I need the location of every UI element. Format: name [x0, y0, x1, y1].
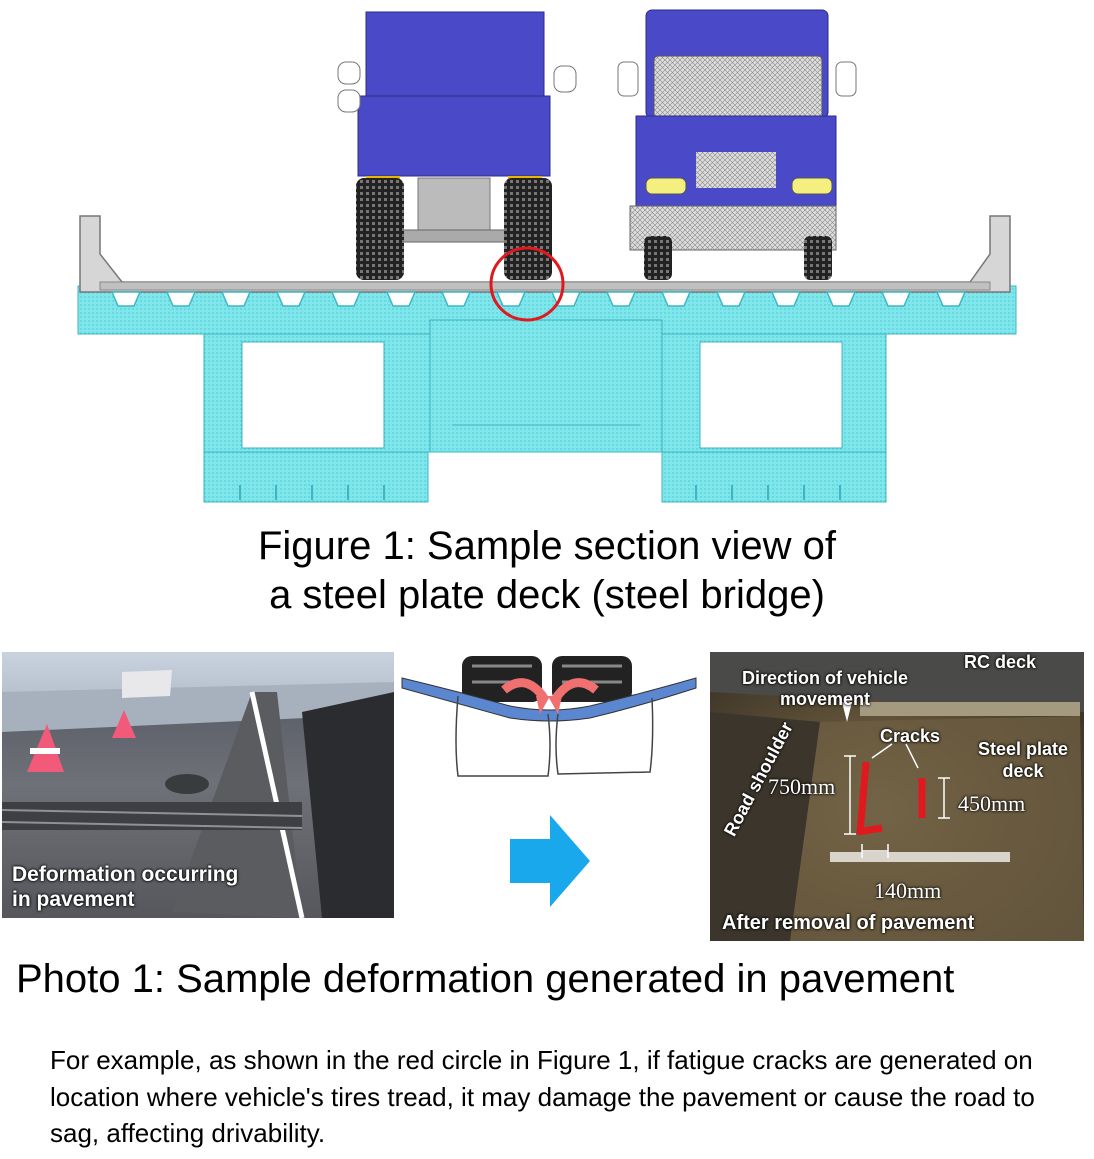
- dimension-450mm: 450mm: [958, 791, 1026, 816]
- steel-girder: [77, 285, 1017, 503]
- after-removal-photo: RC deck Direction of vehicle movement Cr…: [710, 652, 1084, 941]
- dimension-140mm: 140mm: [874, 878, 942, 903]
- figure-1-caption-line1: Figure 1: Sample section view of: [257, 524, 837, 568]
- highlight-circle: [489, 246, 565, 322]
- u-rib: [825, 291, 857, 307]
- steel-plate-label-line2: deck: [1002, 761, 1044, 781]
- photo-1-caption: Photo 1: Sample deformation generated in…: [16, 957, 955, 1001]
- body-paragraph: For example, as shown in the red circle …: [50, 1045, 1035, 1148]
- tire-deformation-sketch: [401, 656, 697, 777]
- u-rib: [660, 291, 692, 307]
- u-rib: [715, 291, 747, 307]
- cracks-label: Cracks: [880, 726, 941, 746]
- direction-label-line2: movement: [780, 689, 871, 709]
- u-rib: [110, 291, 142, 307]
- arrow-right-icon: [510, 815, 590, 907]
- figure-1-caption-line2: a steel plate deck (steel bridge): [269, 573, 825, 617]
- truck-rear-view: [337, 11, 577, 280]
- u-rib: [275, 291, 307, 307]
- deck-plate: [79, 215, 1011, 293]
- left-photo-label-line1: Deformation occurring: [12, 863, 239, 886]
- u-rib: [220, 291, 252, 307]
- u-rib: [330, 291, 362, 307]
- figure-1-caption: Figure 1: Sample section view of a steel…: [0, 522, 1094, 620]
- rc-deck-label: RC deck: [964, 652, 1037, 672]
- u-rib: [935, 291, 967, 307]
- u-rib: [440, 291, 472, 307]
- u-rib: [880, 291, 912, 307]
- truck-front-view: [617, 9, 857, 280]
- u-rib: [165, 291, 197, 307]
- after-removal-label: After removal of pavement: [722, 912, 975, 934]
- steel-plate-deck-section-view: [77, 9, 1017, 503]
- dimension-750mm: 750mm: [768, 774, 836, 799]
- u-rib: [385, 291, 417, 307]
- steel-plate-label-line1: Steel plate: [978, 739, 1069, 759]
- direction-label-line1: Direction of vehicle: [742, 668, 909, 688]
- left-photo-label-line2: in pavement: [12, 888, 135, 911]
- pavement-deformation-photo: Deformation occurring in pavement: [2, 652, 394, 918]
- u-rib: [605, 291, 637, 307]
- u-rib: [770, 291, 802, 307]
- u-rib: [495, 291, 527, 307]
